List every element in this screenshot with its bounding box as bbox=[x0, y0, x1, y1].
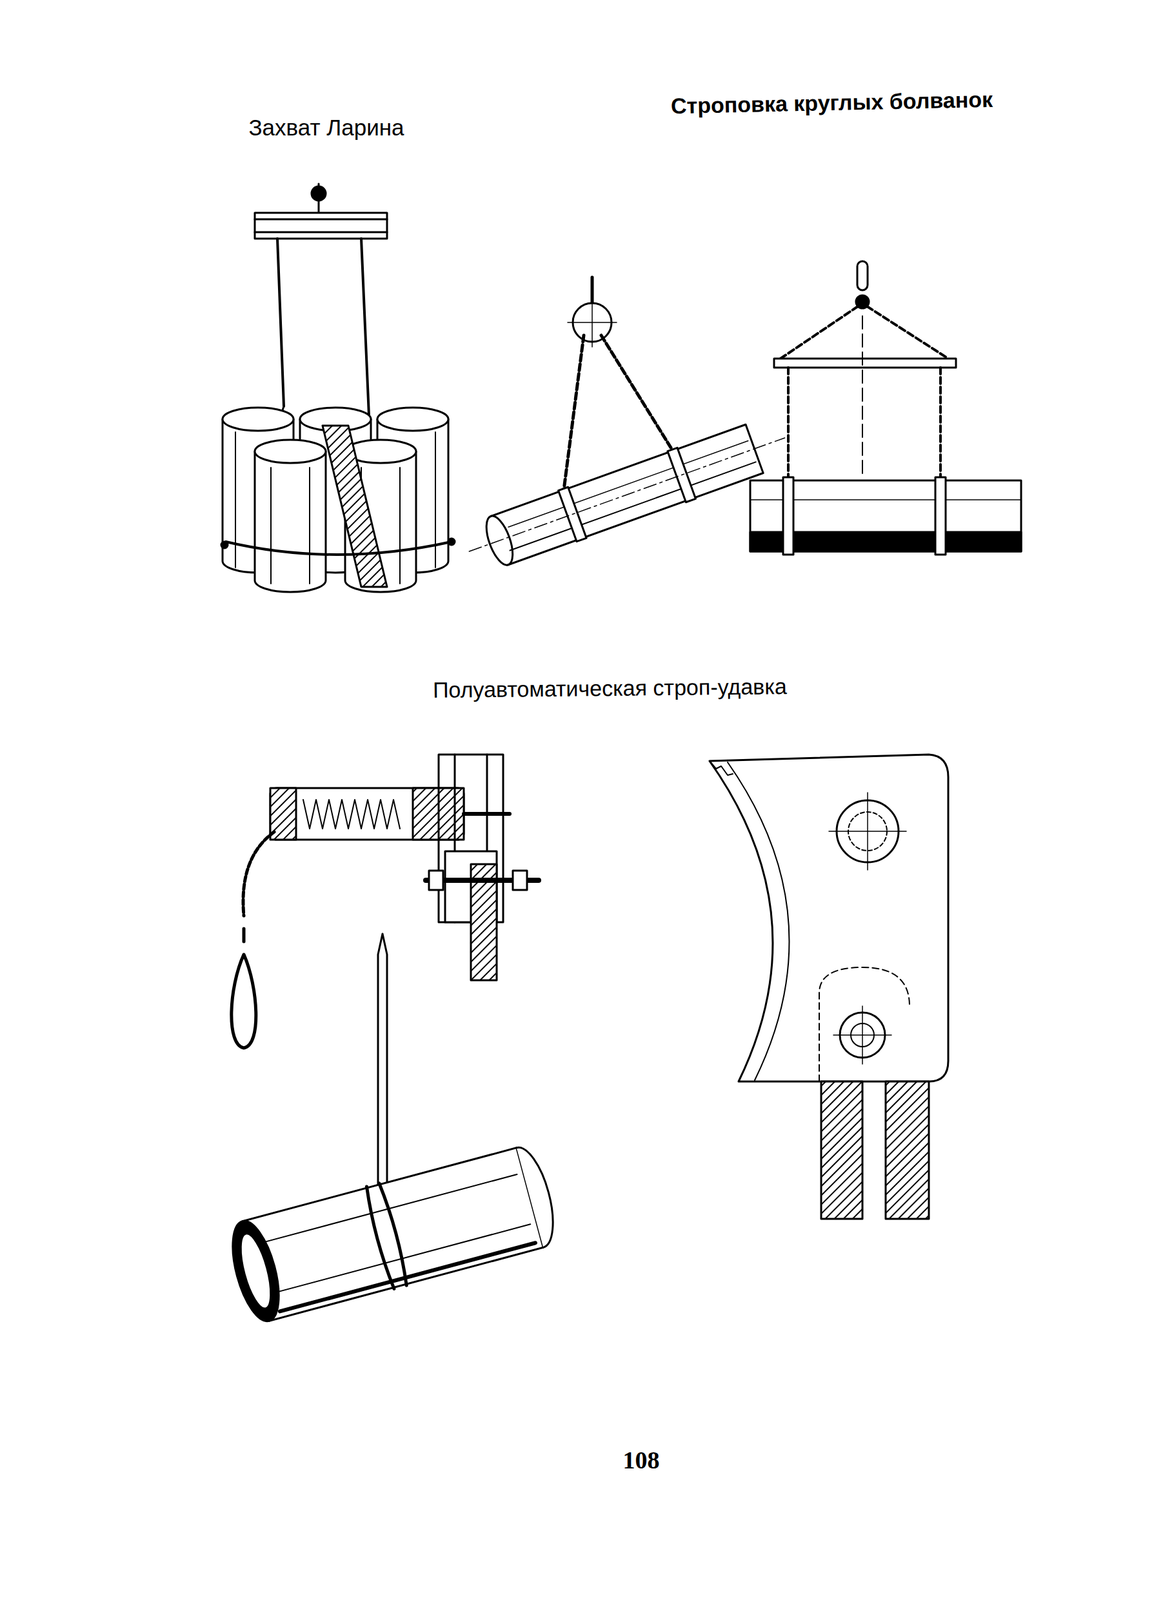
figure-caption: Полуавтоматическая строп-удавка bbox=[432, 674, 787, 703]
larin-grip bbox=[221, 183, 455, 593]
choker-sling-device bbox=[223, 754, 562, 1328]
billet-sling-spreader bbox=[750, 261, 1022, 555]
billet-sling-triangle bbox=[459, 277, 795, 578]
figure-caption: Строповка круглых болванок bbox=[670, 87, 994, 119]
choker-jaw-detail bbox=[709, 754, 949, 1220]
figure-caption: Захват Ларина bbox=[248, 115, 404, 141]
page-number: 108 bbox=[623, 1447, 660, 1475]
